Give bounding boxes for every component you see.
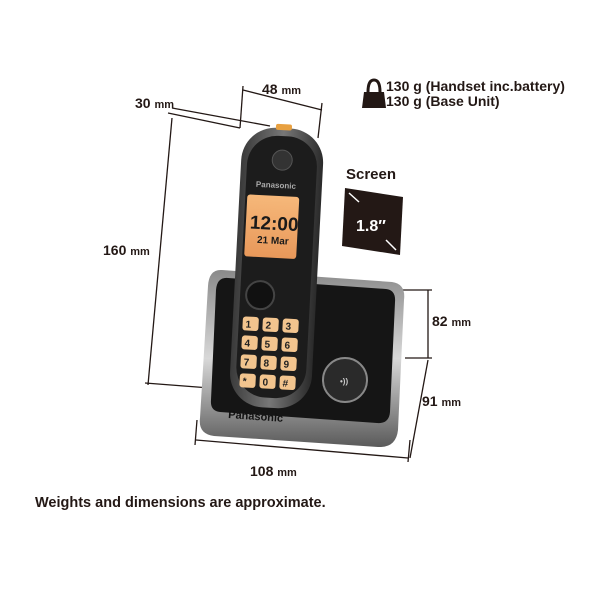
handset-display xyxy=(244,194,300,259)
keypad-key-label: 3 xyxy=(285,322,292,333)
svg-text:21 Mar: 21 Mar xyxy=(257,235,289,248)
keypad-key xyxy=(282,318,299,334)
handset-weight: 130 g (Handset inc.battery) xyxy=(386,78,565,94)
keypad-key xyxy=(279,375,296,390)
svg-text:Panasonic: Panasonic xyxy=(256,180,297,191)
handset: Panasonic 12:00 21 Mar 1 2 3 4 5 6 7 8 9 * 0 # xyxy=(230,123,324,409)
height-label: 160 mm xyxy=(103,242,150,258)
dimension-lines xyxy=(144,85,432,463)
keypad-key-label: 9 xyxy=(283,359,290,370)
keypad-key-label: * xyxy=(242,376,247,387)
keypad-key-label: 0 xyxy=(262,377,269,388)
keypad-key-label: 4 xyxy=(244,338,251,349)
keypad-key xyxy=(259,374,276,389)
keypad-key xyxy=(262,317,279,333)
svg-text:•)): •)) xyxy=(340,377,348,386)
keypad-key-label: 2 xyxy=(265,320,272,331)
base-brand-logo: Panasonic xyxy=(228,409,284,425)
keypad-key xyxy=(241,335,258,350)
keypad-key xyxy=(260,355,277,370)
keypad-key xyxy=(240,354,257,369)
page-button xyxy=(322,357,368,403)
keypad-key xyxy=(239,373,256,388)
base-weight: 130 g (Base Unit) xyxy=(386,93,500,109)
keypad-key-label: 6 xyxy=(284,341,291,352)
keypad-key xyxy=(261,336,278,351)
keypad-key-label: # xyxy=(282,378,289,389)
disclaimer-note: Weights and dimensions are approximate. xyxy=(35,495,326,511)
width-label: 48 mm xyxy=(262,81,302,97)
base-depth-label: 91 mm xyxy=(422,393,462,409)
keypad-key xyxy=(281,337,298,353)
weight-info: 130 g (Handset inc.battery) 130 g (Base … xyxy=(386,79,565,109)
nav-key xyxy=(245,280,276,311)
keypad-key xyxy=(242,316,259,331)
keypad-key-label: 8 xyxy=(263,358,270,369)
keypad-key-label: 1 xyxy=(245,319,252,330)
depth-label: 30 mm xyxy=(135,95,175,111)
svg-text:12:00: 12:00 xyxy=(249,213,299,237)
base-height-label: 82 mm xyxy=(432,313,472,329)
screen-title: Screen xyxy=(346,166,397,183)
base-width-label: 108 mm xyxy=(250,463,297,479)
keypad-key-label: 5 xyxy=(264,339,271,350)
keypad-key-label: 7 xyxy=(243,357,250,368)
keypad-key xyxy=(280,356,297,372)
